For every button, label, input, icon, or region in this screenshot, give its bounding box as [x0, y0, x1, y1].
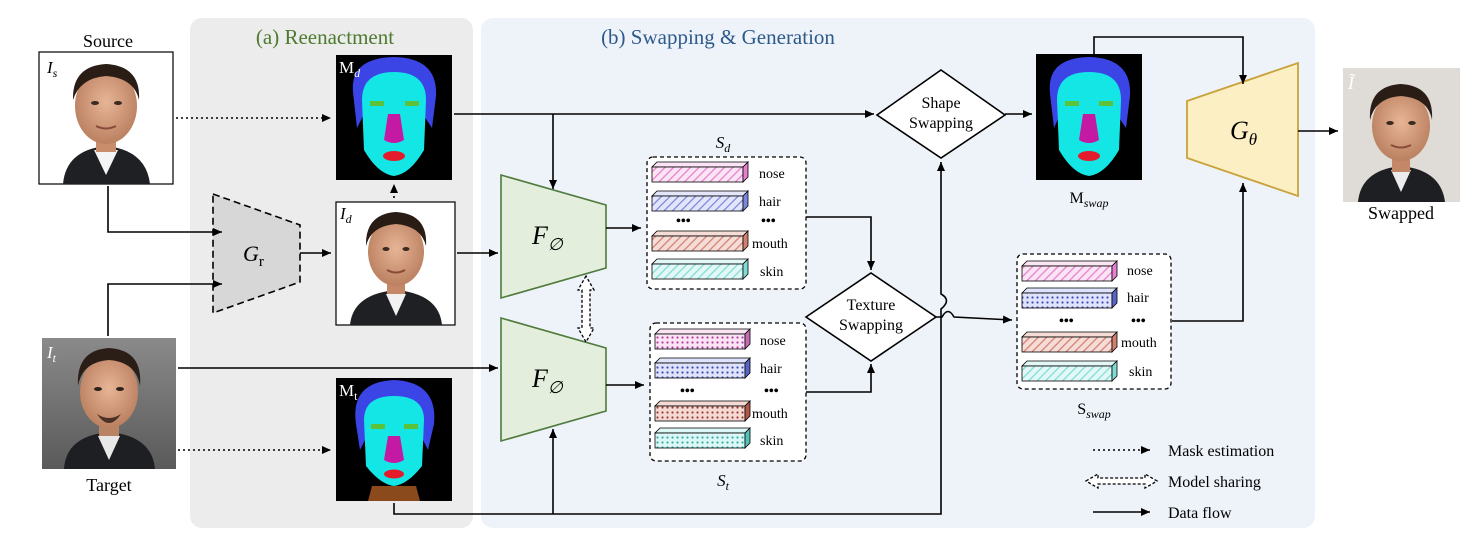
reenacted-image [335, 201, 456, 326]
encoder-top [500, 173, 607, 300]
sd-hair-bar [651, 190, 749, 212]
st-item-skin: skin [760, 434, 783, 449]
source-tag: Is [46, 58, 58, 80]
mask-md-tag: Md [339, 58, 361, 80]
sd-ellipsis-right: ••• [761, 214, 776, 229]
shape-swapping-node [875, 69, 1007, 159]
source-image [38, 51, 174, 185]
st-to-texture [806, 364, 875, 393]
st-nose-bar [654, 328, 751, 350]
source-caption: Source [83, 31, 133, 51]
style-set-sd-box [646, 156, 807, 290]
legend-sharing-arrow [1084, 472, 1159, 490]
sd-item-nose: nose [759, 167, 785, 182]
style-set-st-box [649, 322, 807, 462]
mask-mswap [1036, 54, 1142, 180]
encoder-bottom-label: F∅ [531, 364, 564, 397]
texture-to-sswap [936, 310, 1013, 324]
legend-mask-label: Mask estimation [1168, 443, 1274, 460]
style-set-sd-label: Sd [716, 133, 732, 155]
sswap-hair-bar [1021, 287, 1118, 309]
mask-mt-tag: Mt [339, 381, 358, 403]
mask-md [336, 55, 452, 180]
st-ellipsis-right: ••• [764, 384, 779, 399]
sd-to-texture [806, 216, 875, 270]
sd-nose-bar [651, 161, 749, 183]
style-set-sd-bars [651, 161, 749, 280]
st-skin-bar [654, 427, 751, 449]
st-hair-bar [654, 357, 751, 379]
encoder-bottom [500, 316, 607, 443]
panel-reenactment-title: (a) Reenactment [256, 25, 394, 49]
mt-to-shape [393, 326, 942, 515]
st-item-hair: hair [760, 362, 782, 377]
flow-connectors [107, 36, 1338, 515]
st-item-nose: nose [760, 334, 786, 349]
legend-flow-label: Data flow [1168, 505, 1232, 522]
sswap-ellipsis-right: ••• [1131, 314, 1146, 329]
panel-swapping-title: (b) Swapping & Generation [601, 25, 835, 49]
target-caption: Target [86, 475, 131, 495]
sswap-item-hair: hair [1127, 291, 1149, 306]
output-image [1343, 68, 1460, 202]
output-tag: Ĩ [1347, 73, 1356, 93]
reenacted-tag: Id [339, 204, 353, 226]
style-set-sswap-label: Sswap [1077, 401, 1111, 421]
st-item-mouth: mouth [752, 407, 788, 422]
sswap-item-skin: skin [1129, 365, 1152, 380]
sswap-skin-bar [1021, 360, 1118, 382]
sswap-nose-bar [1021, 260, 1118, 282]
mask-mt [336, 378, 452, 501]
style-set-st-bars [654, 328, 751, 449]
legend: Mask estimation Model sharing Data flow [1084, 443, 1274, 522]
sd-item-mouth: mouth [752, 237, 788, 252]
sd-mouth-bar [651, 230, 749, 252]
mt-to-shape-hop [937, 162, 948, 326]
encoder-top-label: F∅ [531, 221, 564, 254]
mswap-to-gtheta [1093, 36, 1247, 84]
legend-sharing-label: Model sharing [1168, 474, 1261, 491]
texture-swapping-node [804, 272, 938, 362]
sd-skin-bar [651, 258, 749, 280]
st-ellipsis-left: ••• [680, 384, 695, 399]
sd-item-hair: hair [759, 195, 781, 210]
reenactment-generator [212, 192, 301, 315]
sswap-item-mouth: mouth [1121, 336, 1157, 351]
output-generator-label: Gθ [1230, 116, 1257, 149]
target-to-gr [107, 280, 222, 336]
target-image [42, 338, 176, 469]
sswap-ellipsis-left: ••• [1059, 314, 1074, 329]
sd-item-skin: skin [760, 265, 783, 280]
sswap-item-nose: nose [1127, 264, 1153, 279]
style-set-sswap-bars [1021, 260, 1118, 382]
st-mouth-bar [654, 400, 751, 422]
sswap-mouth-bar [1021, 331, 1118, 353]
output-generator [1186, 61, 1299, 198]
target-tag: It [46, 343, 57, 365]
mask-mswap-label: Mswap [1070, 190, 1109, 210]
reenactment-generator-label: Gr [243, 241, 264, 270]
sd-ellipsis-left: ••• [676, 214, 691, 229]
source-to-gr [107, 186, 222, 236]
model-sharing-arrow [576, 274, 596, 344]
style-set-st-label: St [717, 471, 730, 493]
output-caption: Swapped [1368, 203, 1434, 223]
sswap-to-gtheta [1172, 183, 1247, 322]
